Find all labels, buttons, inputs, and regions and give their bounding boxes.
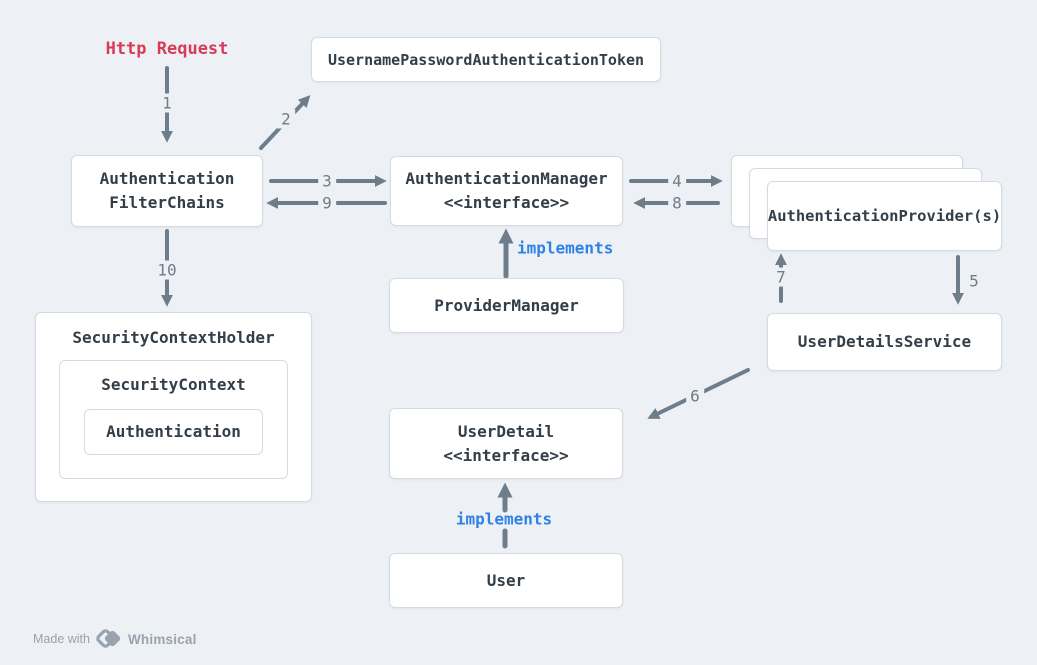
edge-label-2: 2 bbox=[277, 109, 295, 129]
box-label-line1: UserDetail bbox=[457, 421, 555, 441]
made-with-whimsical-footer: Made with Whimsical bbox=[33, 628, 197, 650]
box-label: UsernamePasswordAuthenticationToken bbox=[327, 50, 645, 69]
box-authentication-providers: AuthenticationProvider(s) bbox=[767, 181, 1002, 251]
box-provider-manager: ProviderManager bbox=[389, 278, 624, 333]
box-user-details-service: UserDetailsService bbox=[767, 313, 1002, 371]
box-user-detail: UserDetail <<interface>> bbox=[389, 408, 623, 479]
edge-label-8: 8 bbox=[668, 193, 686, 213]
box-label: UserDetailsService bbox=[797, 332, 972, 351]
box-label-line2: FilterChains bbox=[109, 193, 225, 212]
edge-label-1: 1 bbox=[158, 93, 176, 113]
box-label: ProviderManager bbox=[434, 295, 579, 315]
made-with-text: Made with bbox=[33, 632, 90, 646]
implements-label-provider-manager: implements bbox=[517, 238, 614, 258]
box-label-line2: <<interface>> bbox=[443, 445, 569, 465]
edge-label-6: 6 bbox=[686, 386, 704, 406]
box-label: SecurityContext bbox=[101, 375, 246, 394]
box-label: User bbox=[486, 570, 526, 590]
edge-label-3: 3 bbox=[318, 171, 336, 191]
box-label-line1: AuthenticationManager bbox=[405, 169, 608, 188]
box-label: AuthenticationProvider(s) bbox=[767, 207, 1002, 225]
box-label: Authentication bbox=[106, 422, 241, 441]
edge-label-4: 4 bbox=[668, 171, 686, 191]
edge-label-7: 7 bbox=[772, 267, 790, 287]
box-authentication-filter-chains: Authentication FilterChains bbox=[71, 155, 263, 227]
box-security-context: SecurityContext Authentication bbox=[59, 360, 288, 479]
implements-label-user: implements bbox=[455, 509, 553, 529]
whimsical-logo-icon bbox=[96, 629, 121, 648]
box-label-line2: <<interface>> bbox=[443, 193, 570, 212]
box-label: SecurityContextHolder bbox=[72, 328, 275, 347]
box-label-line1: Authentication bbox=[99, 169, 235, 188]
box-security-context-holder: SecurityContextHolder SecurityContext Au… bbox=[35, 312, 312, 502]
edge-label-5: 5 bbox=[965, 271, 983, 291]
http-request-label: Http Request bbox=[105, 39, 229, 59]
box-user: User bbox=[389, 553, 623, 608]
whimsical-brand-text: Whimsical bbox=[127, 631, 197, 647]
box-authentication-manager: AuthenticationManager <<interface>> bbox=[390, 156, 623, 226]
edge-label-10: 10 bbox=[153, 260, 181, 280]
edge-label-9: 9 bbox=[318, 193, 336, 213]
box-username-password-authentication-token: UsernamePasswordAuthenticationToken bbox=[311, 37, 661, 82]
box-authentication: Authentication bbox=[84, 409, 263, 455]
